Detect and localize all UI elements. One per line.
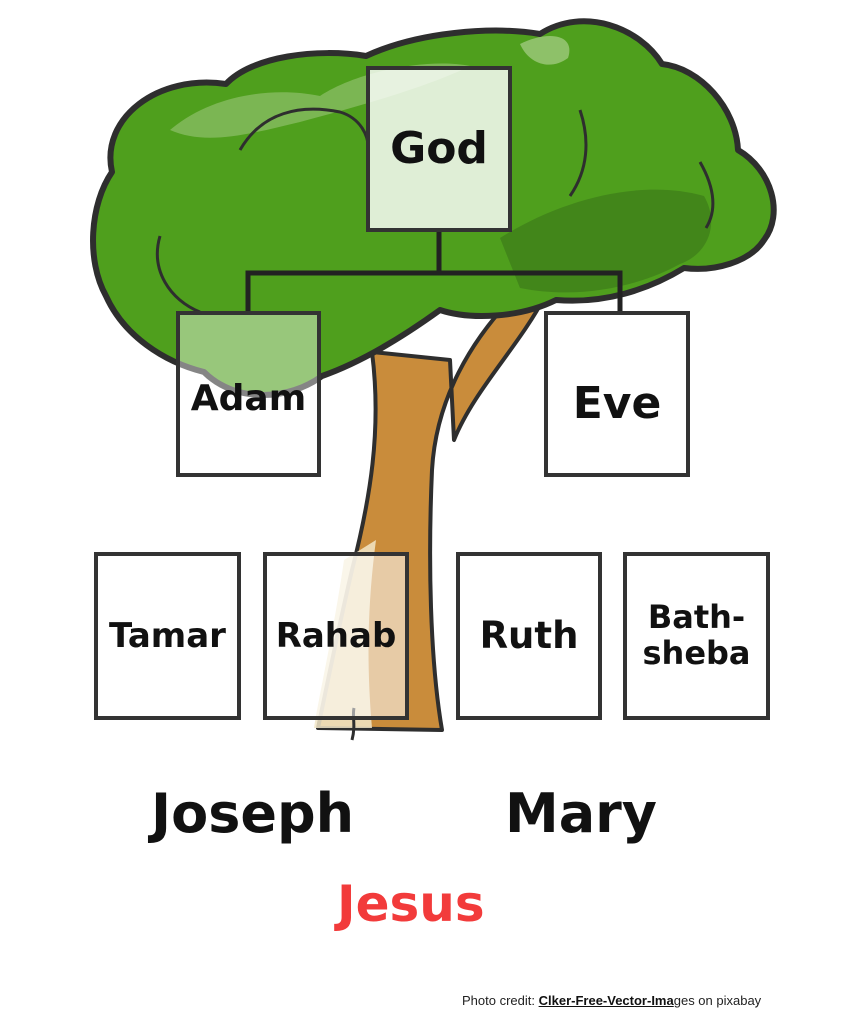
foliage-shadow xyxy=(500,189,712,293)
photo-credit: Photo credit: Clker-Free-Vector-Images o… xyxy=(462,993,761,1008)
node-bathsheba-label: Bath- sheba xyxy=(642,598,751,672)
foliage-line-2 xyxy=(568,109,588,197)
node-eve-label: Eve xyxy=(572,378,662,429)
node-rahab-label: Rahab xyxy=(275,615,397,656)
photo-credit-link[interactable]: Clker-Free-Vector-Ima xyxy=(538,993,674,1008)
foliage-line-4 xyxy=(698,161,715,229)
node-eve: Eve xyxy=(544,311,690,477)
foliage-highlight-2 xyxy=(520,35,570,65)
mother-name: Mary xyxy=(505,782,658,845)
node-ruth-label: Ruth xyxy=(479,614,579,658)
node-god-label: God xyxy=(390,123,488,175)
node-adam: Adam xyxy=(176,311,321,477)
foliage-line-3 xyxy=(155,235,201,314)
node-tamar-label: Tamar xyxy=(109,615,226,656)
connector-lines xyxy=(245,229,623,314)
node-bathsheba: Bath- sheba xyxy=(623,552,770,720)
node-rahab: Rahab xyxy=(263,552,409,720)
child-name: Jesus xyxy=(337,875,485,933)
foliage-line-1 xyxy=(238,107,370,153)
photo-credit-prefix: Photo credit: xyxy=(462,993,539,1008)
node-adam-label: Adam xyxy=(190,378,307,419)
father-name: Joseph xyxy=(151,782,355,845)
node-tamar: Tamar xyxy=(94,552,241,720)
node-god: God xyxy=(366,66,512,232)
photo-credit-suffix: ges on pixabay xyxy=(673,993,762,1008)
node-ruth: Ruth xyxy=(456,552,602,720)
